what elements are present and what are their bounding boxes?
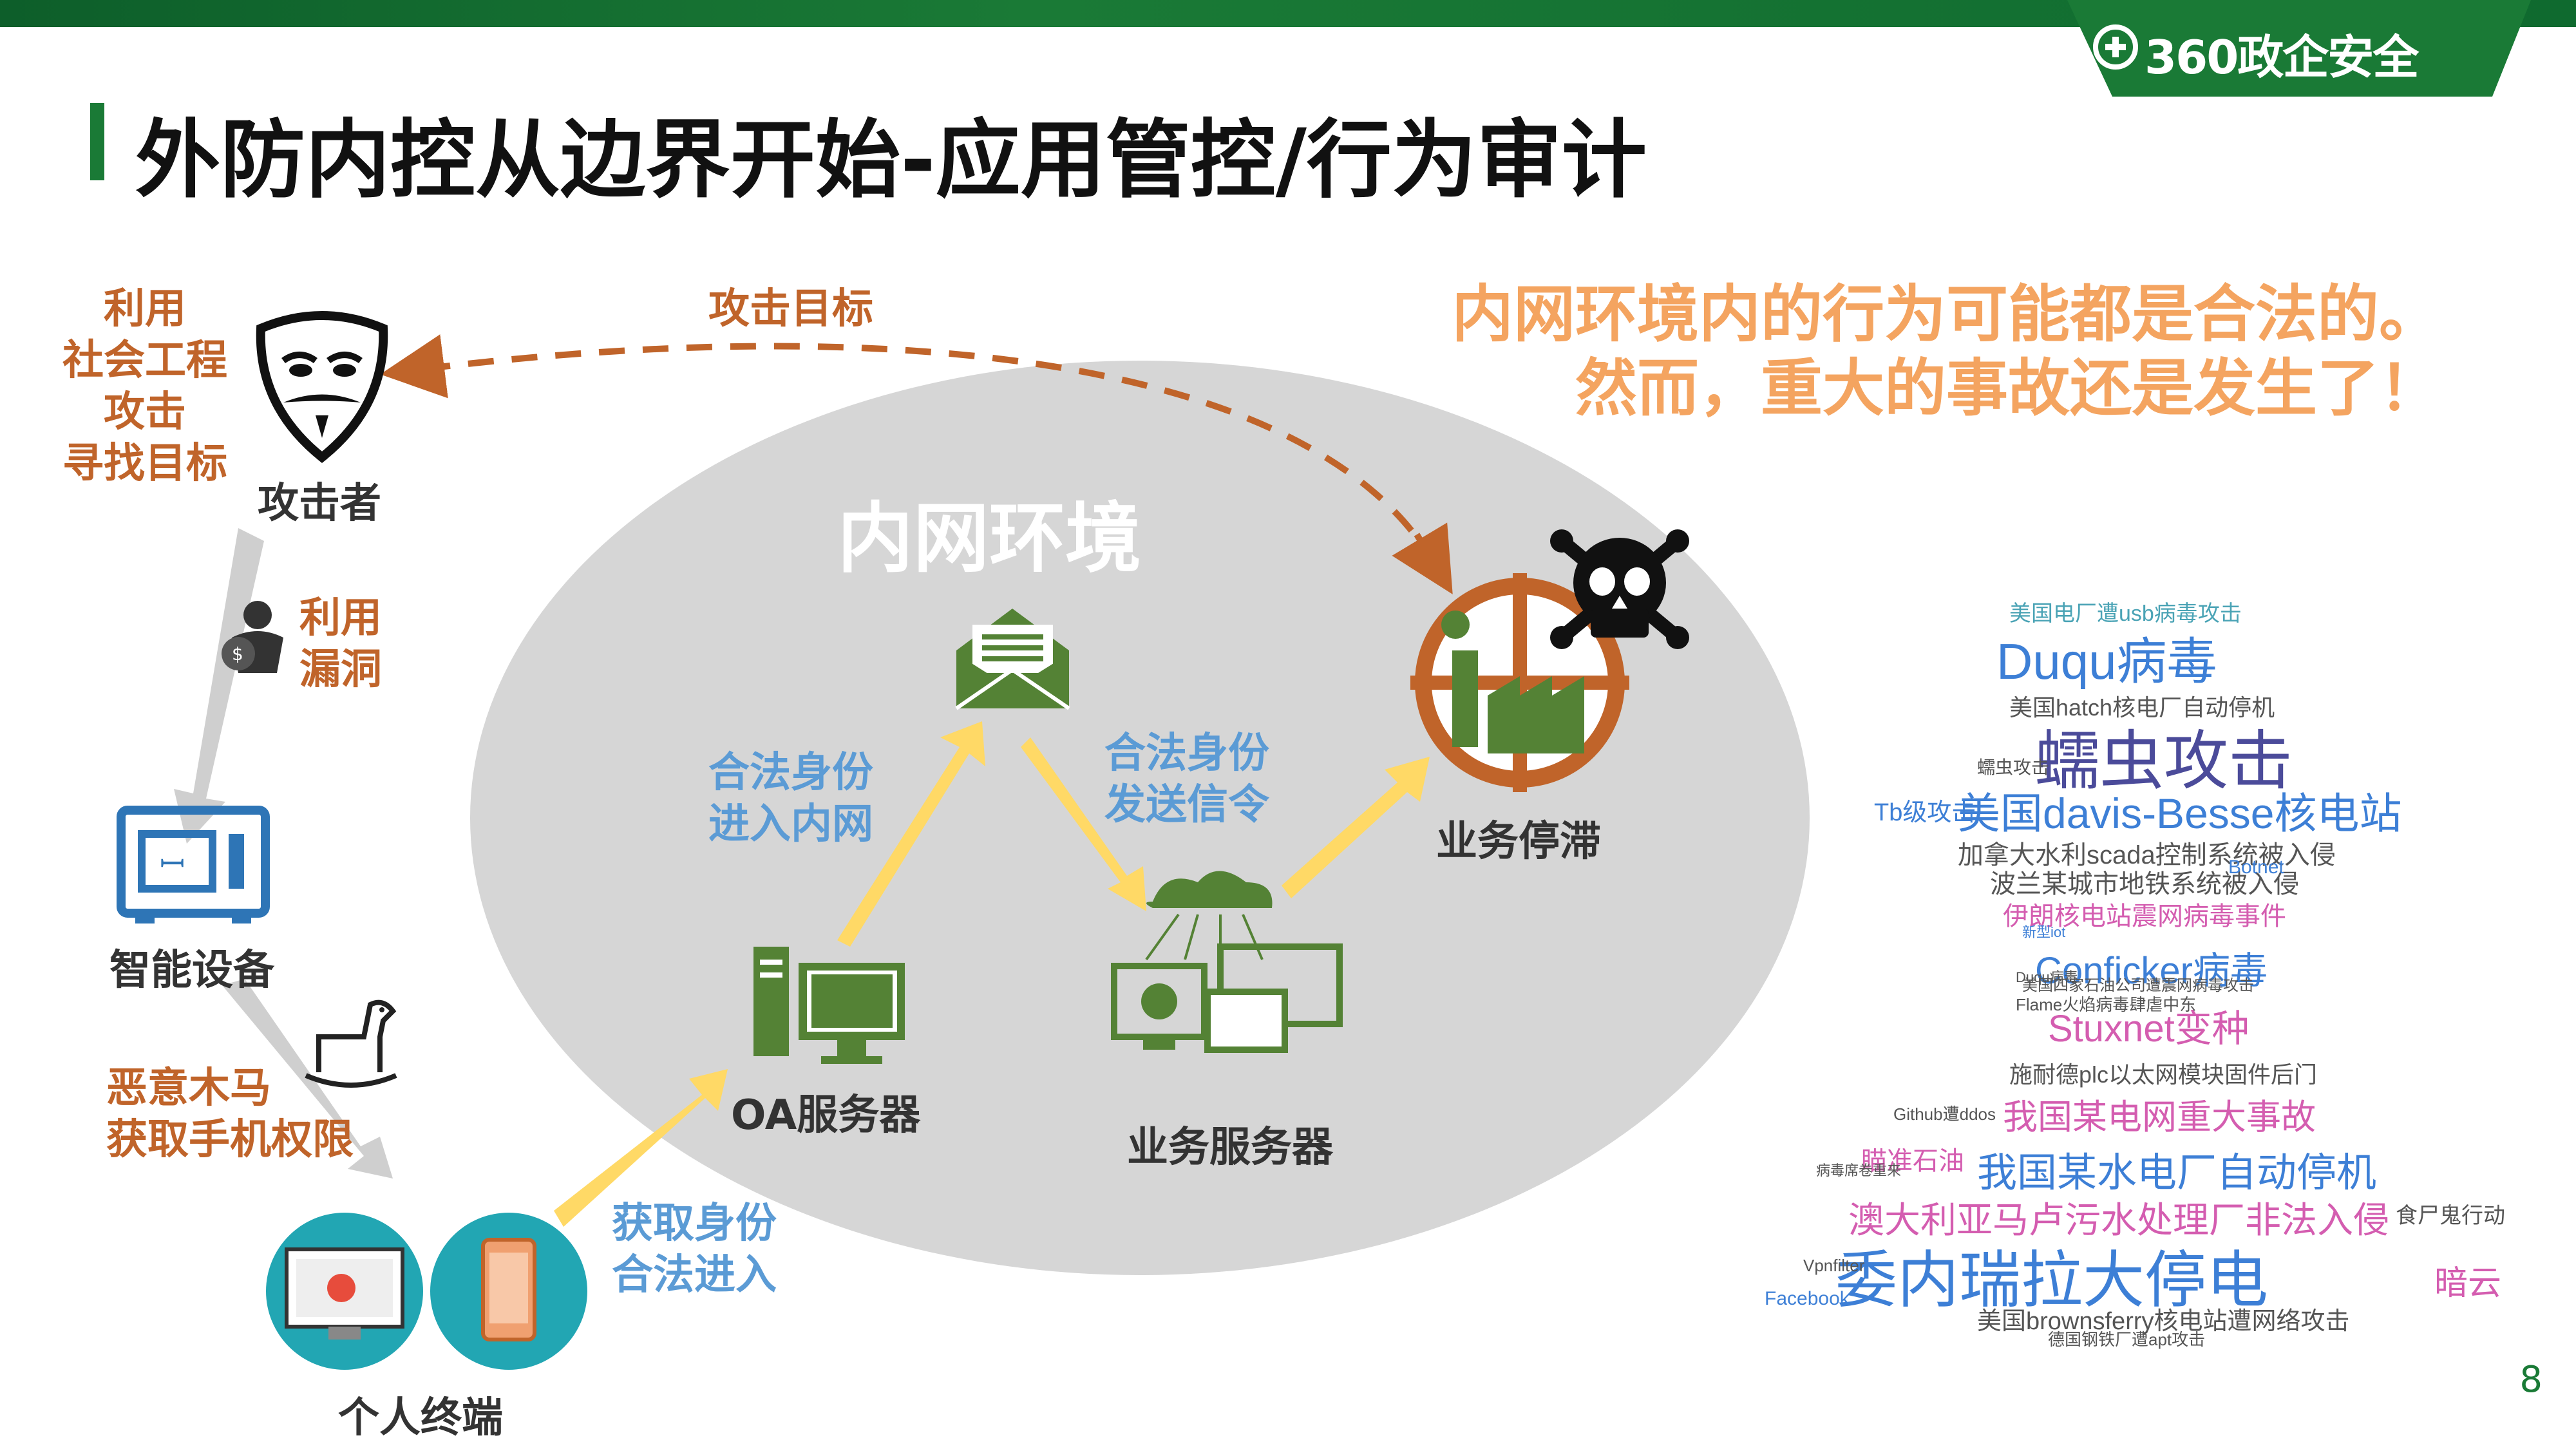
desktop-terminal-icon (266, 1213, 423, 1370)
word-cloud-term: 蠕虫攻击 (1977, 757, 2050, 777)
word-cloud-term: 我国某电网重大事故 (2003, 1098, 2316, 1137)
business-stall-label: 业务停滞 (1436, 818, 1601, 866)
trojan-label: 恶意木马 获取手机权限 (106, 1063, 354, 1166)
word-cloud-term: Github遭ddos (1893, 1104, 1996, 1124)
attacker-label: 攻击者 (258, 480, 381, 527)
word-cloud-term: 德国钢铁厂遭apt攻击 (2048, 1330, 2206, 1349)
social-engineering-label: 利用 社会工程 攻击 寻找目标 (52, 283, 238, 489)
send-line-1: 合法身份 (1104, 730, 1269, 777)
business-server-label: 业务服务器 (1127, 1124, 1333, 1171)
quote-line-2: 然而，重大的事故还是发生了！ (1575, 352, 2441, 424)
social-line-1: 利用 (104, 285, 186, 333)
attack-target-dashed-arrow (380, 334, 1439, 569)
word-cloud-term: Flame火焰病毒肆虐中东 (2016, 995, 2197, 1014)
yellow-arrow-mail-server (1021, 737, 1146, 911)
word-cloud-term: 美国hatch核电厂自动停机 (2009, 694, 2275, 721)
exploit-line-2: 漏洞 (299, 646, 382, 694)
smart-device-label: 智能设备 (109, 947, 274, 994)
thief-icon: $ (222, 601, 283, 673)
send-line-2: 发送信令 (1104, 781, 1269, 829)
intranet-ellipse (470, 361, 1810, 1275)
attack-target-label: 攻击目标 (708, 285, 873, 333)
logo-plus-icon (2093, 24, 2138, 70)
word-cloud-term: 食尸鬼行动 (2396, 1204, 2505, 1228)
enter-network-label: 合法身份 进入内网 (708, 747, 873, 850)
exploit-line-1: 利用 (299, 594, 382, 642)
send-signal-label: 合法身份 发送信令 (1104, 728, 1269, 831)
word-cloud-term: 美国四家石油公司遭震网病毒攻击 (2022, 977, 2254, 994)
word-cloud-term: 澳大利亚马卢污水处理厂非法入侵 (1848, 1200, 2389, 1240)
word-cloud-term: 病毒席卷重来 (1816, 1162, 1902, 1179)
business-server-icon (1111, 871, 1343, 1053)
get-identity-label: 获取身份 合法进入 (612, 1198, 777, 1301)
title-accent-bar (90, 103, 104, 180)
social-line-4: 寻找目标 (62, 440, 227, 488)
word-cloud-term: Facebook (1765, 1288, 1850, 1309)
word-cloud-term: 美国davis-Besse核电站 (1958, 790, 2402, 837)
social-line-3: 攻击 (104, 388, 186, 436)
word-cloud-term: 蠕虫攻击 (2035, 725, 2293, 797)
word-cloud-term: 美国brownsferry核电站遭网络攻击 (1977, 1308, 2350, 1335)
trojan-horse-icon (305, 999, 397, 1088)
logo-tab (2067, 0, 2531, 97)
word-cloud-term: Botnet (2228, 857, 2284, 878)
word-cloud-term: 美国电厂遭usb病毒攻击 (2009, 601, 2242, 626)
get-identity-line-1: 获取身份 (612, 1200, 777, 1247)
oa-server-icon (753, 947, 905, 1064)
terminal-label: 个人终端 (338, 1394, 503, 1442)
quote-line-1: 内网环境内的行为可能都是合法的。 (1452, 278, 2441, 350)
word-cloud-term: 新型iot (2022, 924, 2066, 940)
word-cloud-term: 我国某水电厂自动停机 (1977, 1151, 2377, 1195)
word-cloud-term: Stuxnet变种 (2048, 1008, 2249, 1050)
mobile-phone-icon (430, 1213, 587, 1370)
word-cloud-term: 委内瑞拉大停电 (1835, 1246, 2268, 1315)
trojan-line-1: 恶意木马 (106, 1065, 271, 1112)
social-line-2: 社会工程 (62, 337, 227, 384)
word-cloud-term: Duqu病毒 (1996, 633, 2217, 690)
word-cloud-term: Tb级攻击 (1874, 799, 1976, 826)
page-number: 8 (2519, 1359, 2543, 1401)
enter-line-2: 进入内网 (708, 800, 873, 848)
enter-line-1: 合法身份 (708, 749, 873, 797)
word-cloud-term: 施耐德plc以太网模块固件后门 (2009, 1061, 2318, 1088)
svg-text:$: $ (232, 643, 243, 665)
logo-text: 360政企安全 (2145, 30, 2419, 84)
word-cloud-term: 瞄准石油 (1861, 1147, 1964, 1175)
word-cloud-term: Vpnfilter (1803, 1256, 1865, 1275)
skull-crossbones-icon (1550, 529, 1689, 649)
word-cloud-term: 波兰某城市地铁系统被入侵 (1990, 870, 2299, 898)
yellow-arrow-oa-mail (837, 721, 985, 947)
word-cloud-term: 加拿大水利scada控制系统被入侵 (1958, 841, 2336, 869)
word-cloud-term: 伊朗核电站震网病毒事件 (2003, 902, 2286, 931)
svg-text:ꟷ: ꟷ (160, 846, 185, 882)
anonymous-mask-icon (256, 311, 388, 463)
intranet-title: 内网环境 (837, 494, 1142, 583)
mail-icon (955, 609, 1070, 710)
word-cloud-term: Duqu病毒 (2016, 969, 2078, 985)
left-arrow-1 (174, 528, 264, 844)
word-cloud-term: Conficker病毒 (2035, 950, 2268, 992)
oa-server-label: OA服务器 (731, 1092, 921, 1139)
trojan-line-2: 获取手机权限 (106, 1116, 354, 1164)
yellow-arrow-terminal-oa (554, 1069, 728, 1227)
word-cloud-term: 暗云 (2434, 1265, 2502, 1302)
yellow-arrow-server-factory (1282, 757, 1430, 898)
exploit-label: 利用 漏洞 (299, 592, 382, 696)
page-title: 外防内控从边界开始-应用管控/行为审计 (135, 111, 1647, 210)
smart-device-icon: ꟷ (117, 806, 270, 923)
get-identity-line-2: 合法进入 (612, 1251, 777, 1299)
